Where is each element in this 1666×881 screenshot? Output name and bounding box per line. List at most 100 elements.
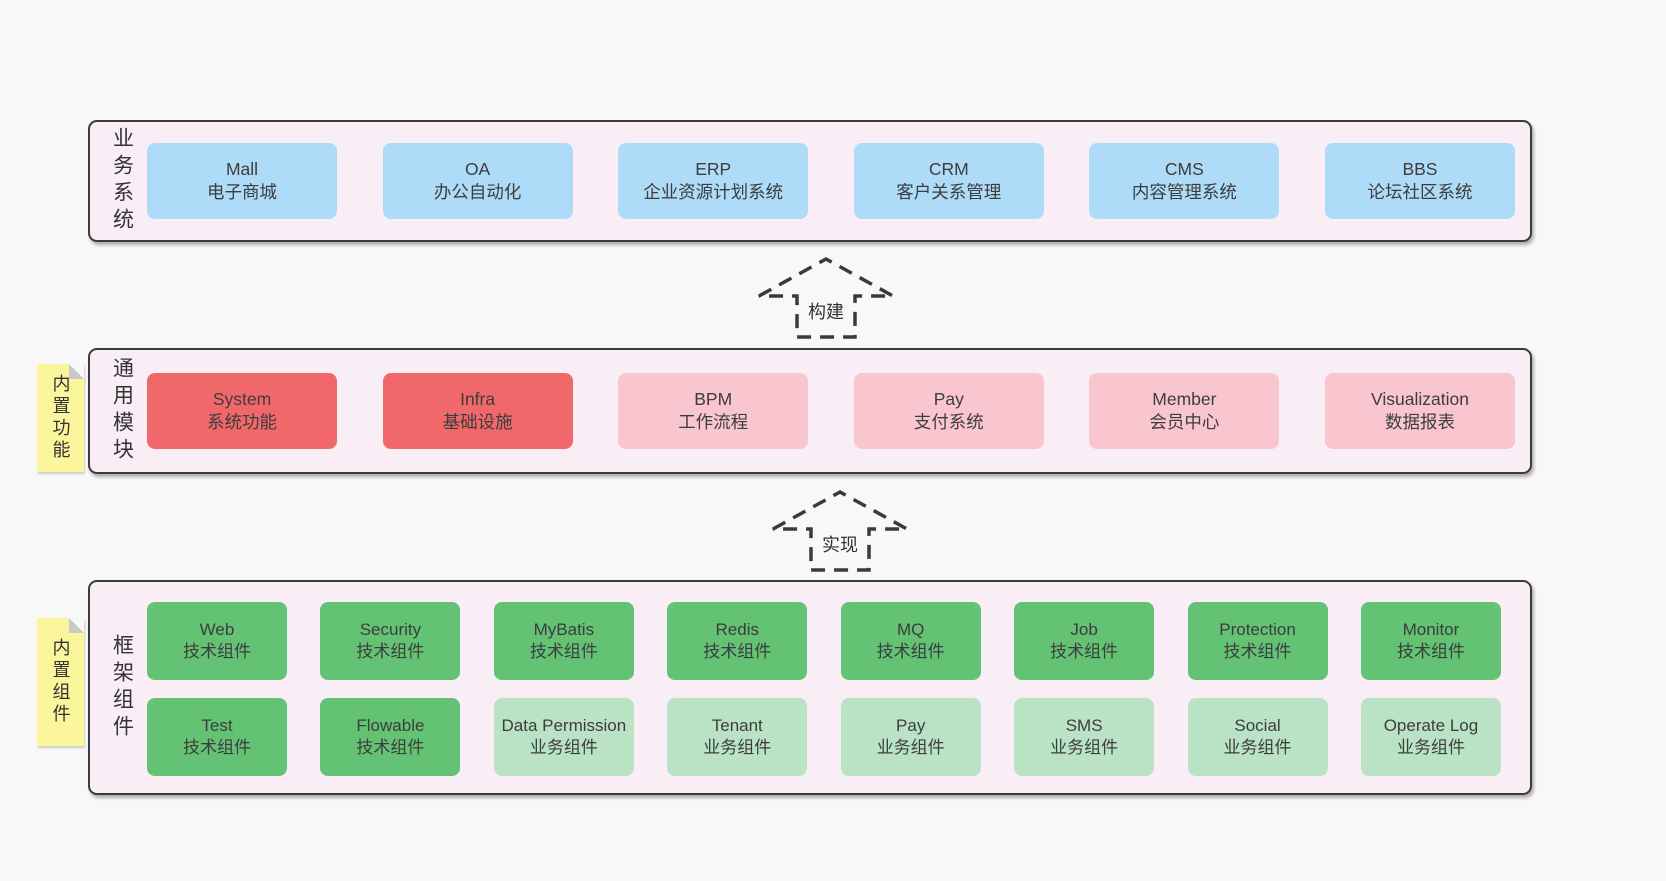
component-box-job: Job 技术组件 [1014, 602, 1155, 680]
box-title: Mall [225, 159, 259, 179]
box-subtitle: 论坛社区系统 [1367, 182, 1473, 202]
box-title: Infra [460, 389, 496, 409]
common-modules-label: 通用模块 [98, 350, 146, 472]
component-box-pay: Pay 业务组件 [840, 698, 981, 776]
box-title: Test [201, 716, 233, 735]
box-title: Pay [933, 389, 964, 409]
box-subtitle: 系统功能 [207, 412, 277, 432]
box-subtitle: 业务组件 [876, 738, 945, 757]
box-subtitle: 业务组件 [1396, 738, 1465, 757]
system-box-erp: ERP 企业资源计划系统 [618, 143, 809, 219]
box-title: CRM [928, 159, 969, 179]
box-subtitle: 技术组件 [356, 738, 425, 757]
box-title: Visualization [1371, 389, 1469, 409]
vertical-label-text: 通用模块 [110, 357, 134, 465]
common-modules-row: System 系统功能 Infra 基础设施 BPM 工作流程 Pay 支付系统… [147, 350, 1515, 472]
component-box-tenant: Tenant 业务组件 [667, 698, 808, 776]
module-box-member: Member 会员中心 [1089, 373, 1280, 449]
box-subtitle: 技术组件 [529, 642, 598, 661]
box-subtitle: 数据报表 [1384, 412, 1455, 432]
system-box-crm: CRM 客户关系管理 [853, 143, 1044, 219]
box-subtitle: 技术组件 [356, 642, 425, 661]
business-systems-row: Mall 电子商城 OA 办公自动化 ERP 企业资源计划系统 CRM 客户关系… [147, 122, 1515, 240]
box-title: Member [1152, 389, 1217, 409]
box-subtitle: 技术组件 [183, 738, 251, 757]
component-box-data-permission: Data Permission 业务组件 [493, 698, 634, 776]
framework-components-label: 框架组件 [98, 582, 146, 793]
module-box-system: System 系统功能 [147, 373, 337, 449]
box-subtitle: 技术组件 [703, 642, 772, 661]
box-title: SMS [1065, 716, 1103, 735]
box-subtitle: 技术组件 [876, 642, 945, 661]
component-box-mybatis: MyBatis 技术组件 [493, 602, 634, 680]
component-box-mq: MQ 技术组件 [840, 602, 981, 680]
box-subtitle: 工作流程 [678, 412, 749, 432]
box-subtitle: 企业资源计划系统 [643, 182, 784, 202]
module-box-pay: Pay 支付系统 [853, 373, 1044, 449]
box-title: BBS [1402, 159, 1438, 179]
box-title: Social [1234, 716, 1281, 735]
box-subtitle: 技术组件 [1223, 642, 1292, 661]
arrow-implement: 实现 [770, 488, 910, 574]
box-subtitle: 支付系统 [913, 412, 984, 432]
box-title: OA [464, 159, 491, 179]
box-title: Protection [1219, 620, 1296, 639]
module-box-bpm: BPM 工作流程 [618, 373, 809, 449]
box-subtitle: 客户关系管理 [896, 182, 1002, 202]
box-title: Monitor [1402, 620, 1460, 639]
dashed-up-arrow-icon [772, 490, 908, 572]
box-title: Data Permission [501, 716, 627, 735]
component-box-test: Test 技术组件 [147, 698, 287, 776]
box-title: Flowable [356, 716, 425, 735]
module-box-visualization: Visualization 数据报表 [1324, 373, 1515, 449]
business-systems-label: 业务系统 [98, 122, 146, 240]
component-box-web: Web 技术组件 [147, 602, 287, 680]
box-title: Pay [896, 716, 926, 735]
note-text: 内置组件 [50, 638, 71, 726]
framework-components-panel: 框架组件 Web 技术组件 Security 技术组件 MyBatis 技术组件… [88, 580, 1532, 795]
system-box-cms: CMS 内容管理系统 [1089, 143, 1280, 219]
arrow-build: 构建 [756, 255, 896, 341]
component-box-social: Social 业务组件 [1187, 698, 1328, 776]
system-box-oa: OA 办公自动化 [382, 143, 573, 219]
component-box-security: Security 技术组件 [320, 602, 461, 680]
sticky-note-built-in-components: 内置组件 [37, 618, 84, 746]
component-box-redis: Redis 技术组件 [667, 602, 808, 680]
vertical-label-text: 业务系统 [110, 127, 134, 235]
arrow-label: 实现 [819, 531, 861, 557]
component-box-monitor: Monitor 技术组件 [1360, 602, 1501, 680]
box-title: MyBatis [533, 620, 595, 639]
box-subtitle: 业务组件 [529, 738, 598, 757]
common-modules-panel: 通用模块 System 系统功能 Infra 基础设施 BPM 工作流程 Pay… [88, 348, 1532, 474]
framework-components-grid: Web 技术组件 Security 技术组件 MyBatis 技术组件 Redi… [147, 602, 1501, 776]
box-subtitle: 业务组件 [703, 738, 772, 757]
box-subtitle: 业务组件 [1223, 738, 1292, 757]
sticky-note-built-in-features: 内置功能 [37, 364, 84, 472]
dashed-up-arrow-icon [758, 257, 894, 339]
arrow-label: 构建 [805, 298, 847, 324]
module-box-infra: Infra 基础设施 [382, 373, 573, 449]
box-title: MQ [896, 620, 925, 639]
box-title: Job [1070, 620, 1098, 639]
box-subtitle: 技术组件 [1050, 642, 1119, 661]
box-title: Web [199, 620, 235, 639]
box-title: BPM [694, 389, 733, 409]
box-subtitle: 电子商城 [207, 182, 277, 202]
system-box-bbs: BBS 论坛社区系统 [1324, 143, 1515, 219]
component-box-operate-log: Operate Log 业务组件 [1360, 698, 1501, 776]
components-row-2: Test 技术组件 Flowable 技术组件 Data Permission … [147, 698, 1501, 776]
components-row-1: Web 技术组件 Security 技术组件 MyBatis 技术组件 Redi… [147, 602, 1501, 680]
box-subtitle: 业务组件 [1050, 738, 1119, 757]
component-box-flowable: Flowable 技术组件 [320, 698, 461, 776]
box-subtitle: 会员中心 [1149, 412, 1220, 432]
box-title: ERP [695, 159, 732, 179]
box-subtitle: 技术组件 [183, 642, 251, 661]
box-title: Security [359, 620, 422, 639]
box-title: Operate Log [1383, 716, 1479, 735]
box-title: Redis [715, 620, 759, 639]
box-title: Tenant [711, 716, 763, 735]
box-title: CMS [1164, 159, 1204, 179]
component-box-sms: SMS 业务组件 [1014, 698, 1155, 776]
box-subtitle: 办公自动化 [433, 182, 522, 202]
note-text: 内置功能 [50, 374, 71, 462]
